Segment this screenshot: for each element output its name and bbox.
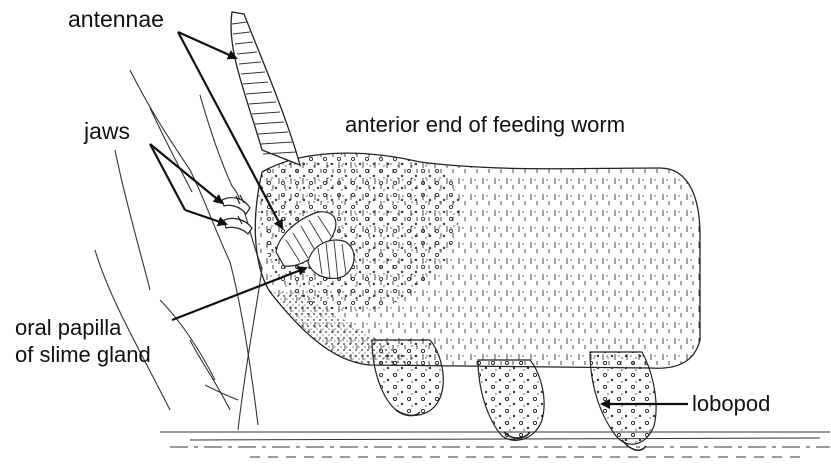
antennae-label: antennae [68, 6, 164, 34]
antennae-pointer-upper [178, 32, 236, 58]
lobopod-label: lobopod [692, 391, 770, 417]
jaws-label: jaws [84, 118, 130, 146]
jaws-pointer-upper [150, 144, 222, 203]
oral-papilla-label-line1: oral papilla [15, 314, 151, 341]
oral-papilla-label-line2: of slime gland [15, 341, 151, 368]
antenna-upper [231, 12, 300, 165]
oral-papilla-label: oral papilla of slime gland [15, 314, 151, 368]
jaws-pointer-lower-tail [185, 210, 226, 224]
ground-line [160, 432, 830, 457]
jaws-drawing [222, 195, 252, 234]
diagram-title: anterior end of feeding worm [345, 112, 625, 138]
